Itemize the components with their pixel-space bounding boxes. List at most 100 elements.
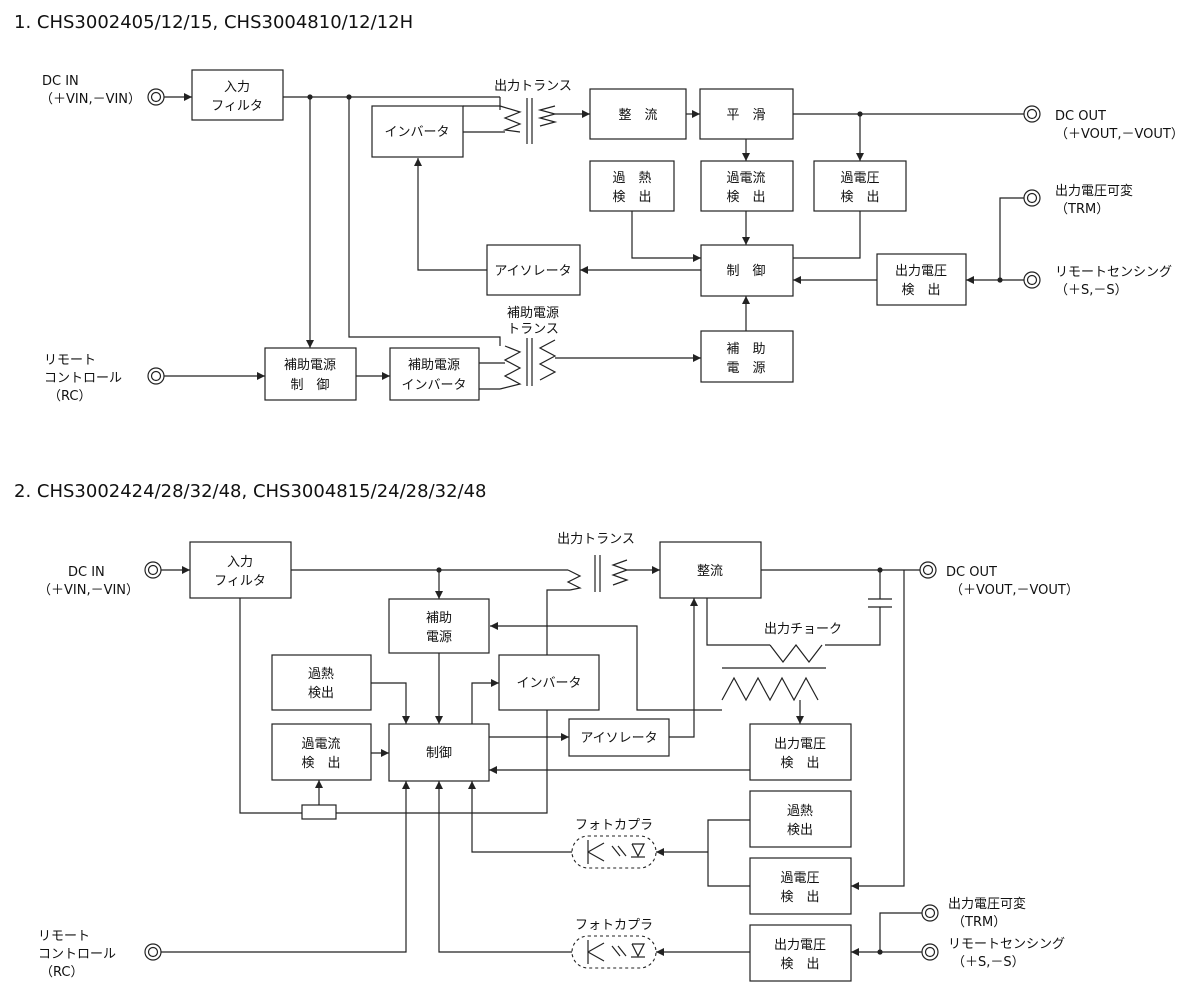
s2-current-sense-resistor bbox=[301, 804, 337, 820]
s1-over-current-block bbox=[700, 160, 794, 212]
s2-output-transformer-label: 出力トランス bbox=[557, 532, 635, 547]
s2-dc-out-terminal-icon bbox=[919, 561, 937, 579]
s2-photocoupler-1-icon bbox=[571, 835, 657, 869]
s1-remote-label-1: リモート bbox=[44, 353, 96, 368]
s1-remote-control-terminal-icon bbox=[147, 367, 165, 385]
s1-input-filter-label-2: フィルタ bbox=[211, 99, 263, 114]
s2-output-voltage-detect-1-label-2: 検 出 bbox=[780, 756, 819, 771]
s2-output-voltage-detect-2-block bbox=[749, 924, 852, 982]
s1-trm-label-1: 出力電圧可変 bbox=[1055, 183, 1133, 199]
section2-title: 2. CHS3002424/28/32/48, CHS3004815/24/28… bbox=[14, 481, 487, 502]
s2-dc-in-label-2: （＋VIN,－VIN） bbox=[38, 583, 139, 598]
s2-inverter-block bbox=[498, 654, 600, 711]
s2-isolator-label: アイソレータ bbox=[580, 731, 657, 746]
s1-over-temp-block bbox=[589, 160, 675, 212]
section1-wiring bbox=[164, 93, 1024, 390]
section2-wiring bbox=[161, 566, 922, 956]
s2-over-temp-left-block bbox=[271, 654, 372, 711]
s2-input-filter-block bbox=[189, 541, 292, 599]
s1-output-voltage-detect-label-1: 出力電圧 bbox=[895, 264, 947, 279]
s1-inverter-block bbox=[371, 105, 464, 158]
s1-sensing-label-1: リモートセンシング bbox=[1055, 265, 1172, 280]
s1-output-voltage-detect-block bbox=[876, 253, 967, 306]
s2-control-label: 制御 bbox=[426, 746, 452, 761]
s2-sensing-label-2: （＋S,－S） bbox=[952, 955, 1025, 970]
s1-aux-supply-label-2: 電 源 bbox=[726, 361, 765, 376]
s2-trm-terminal-icon bbox=[921, 904, 939, 922]
s1-over-voltage-label-1: 過電圧 bbox=[840, 171, 879, 186]
s2-rectifier-block bbox=[659, 541, 762, 599]
s1-aux-control-label-2: 制 御 bbox=[290, 378, 329, 393]
s2-photocoupler-2-label: フォトカプラ bbox=[575, 918, 653, 933]
s2-input-filter-label-2: フィルタ bbox=[214, 574, 266, 589]
s2-output-voltage-detect-2-label-2: 検 出 bbox=[780, 957, 819, 972]
s2-input-filter-label-1: 入力 bbox=[227, 555, 253, 570]
s1-trm-label-2: （TRM） bbox=[1055, 202, 1109, 217]
s2-aux-supply-label-1: 補助 bbox=[426, 611, 452, 626]
s1-remote-label-3: （RC） bbox=[48, 389, 91, 404]
s2-output-choke-label: 出力チョーク bbox=[764, 622, 842, 637]
s2-photocoupler-2-icon bbox=[571, 935, 657, 969]
s1-sensing-label-2: （＋S,－S） bbox=[1055, 283, 1128, 298]
s1-aux-transformer-label-2: トランス bbox=[507, 322, 559, 337]
s2-aux-supply-block bbox=[388, 598, 490, 654]
s2-dc-in-label-1: DC IN bbox=[68, 565, 105, 580]
s2-dc-out-label-1: DC OUT bbox=[946, 565, 997, 580]
s1-smoothing-label: 平 滑 bbox=[726, 108, 765, 123]
s2-sensing-label-1: リモートセンシング bbox=[948, 937, 1065, 952]
s2-control-block bbox=[388, 723, 490, 782]
s1-aux-inverter-block bbox=[389, 347, 480, 401]
s2-output-voltage-detect-1-label-1: 出力電圧 bbox=[774, 737, 826, 752]
s2-sensing-terminal-icon bbox=[921, 943, 939, 961]
s1-aux-control-label-1: 補助電源 bbox=[284, 358, 336, 373]
s2-over-temp-right-label-1: 過熱 bbox=[787, 804, 813, 819]
s1-over-current-label-1: 過電流 bbox=[726, 171, 765, 186]
s1-aux-supply-label-1: 補 助 bbox=[726, 342, 765, 357]
s1-isolator-label: アイソレータ bbox=[494, 264, 571, 279]
s2-over-voltage-label-1: 過電圧 bbox=[780, 871, 819, 886]
s1-output-transformer-label: 出力トランス bbox=[494, 79, 572, 94]
s2-over-current-label-1: 過電流 bbox=[301, 737, 340, 752]
s2-over-voltage-label-2: 検 出 bbox=[780, 890, 819, 905]
s2-output-voltage-detect-1-block bbox=[749, 723, 852, 781]
s1-smoothing-block bbox=[699, 88, 794, 140]
s1-input-filter-label-1: 入力 bbox=[224, 80, 250, 95]
s2-inverter-label: インバータ bbox=[516, 676, 581, 691]
s1-over-voltage-block bbox=[813, 160, 907, 212]
section1-output-transformer-symbol bbox=[499, 98, 558, 144]
s1-dc-in-label-2: （＋VIN,－VIN） bbox=[40, 92, 141, 107]
s1-aux-inverter-label-2: インバータ bbox=[401, 378, 466, 393]
s2-photocoupler-1-label: フォトカプラ bbox=[575, 818, 653, 833]
s2-over-voltage-block bbox=[749, 857, 852, 915]
s2-dc-out-label-2: （＋VOUT,－VOUT） bbox=[950, 583, 1079, 598]
s1-over-voltage-label-2: 検 出 bbox=[840, 190, 879, 205]
s2-over-current-label-2: 検 出 bbox=[301, 756, 340, 771]
s1-remote-label-2: コントロール bbox=[44, 371, 122, 386]
s1-inverter-label: インバータ bbox=[384, 125, 449, 140]
s1-dc-in-label-1: DC IN bbox=[42, 74, 79, 89]
s1-over-temp-label-2: 検 出 bbox=[612, 190, 651, 205]
s2-over-temp-right-label-2: 検出 bbox=[787, 823, 813, 838]
s1-control-label: 制 御 bbox=[726, 264, 765, 279]
section1-title: 1. CHS3002405/12/15, CHS3004810/12/12H bbox=[14, 12, 413, 33]
s1-dc-out-terminal-icon bbox=[1023, 105, 1041, 123]
s2-over-temp-right-block bbox=[749, 790, 852, 848]
s1-over-temp-label-1: 過 熱 bbox=[612, 171, 651, 186]
s1-control-block bbox=[700, 244, 794, 297]
s2-output-voltage-detect-2-label-1: 出力電圧 bbox=[774, 938, 826, 953]
s1-dc-out-label-2: （＋VOUT,－VOUT） bbox=[1055, 127, 1184, 142]
s2-aux-supply-label-2: 電源 bbox=[426, 630, 452, 645]
s1-rectifier-label: 整 流 bbox=[618, 108, 657, 123]
s2-trm-label-1: 出力電圧可変 bbox=[948, 896, 1026, 912]
s1-input-filter-block bbox=[191, 69, 284, 121]
s2-remote-label-3: （RC） bbox=[40, 965, 83, 980]
s2-dc-in-terminal-icon bbox=[144, 561, 162, 579]
section1-aux-transformer-symbol bbox=[499, 338, 557, 390]
s1-rectifier-block bbox=[589, 88, 687, 140]
s1-aux-transformer-label-1: 補助電源 bbox=[507, 306, 559, 321]
s1-sensing-terminal-icon bbox=[1023, 271, 1041, 289]
s1-isolator-block bbox=[486, 244, 581, 296]
s2-over-temp-left-label-1: 過熱 bbox=[308, 667, 334, 682]
s2-remote-label-1: リモート bbox=[38, 929, 90, 944]
